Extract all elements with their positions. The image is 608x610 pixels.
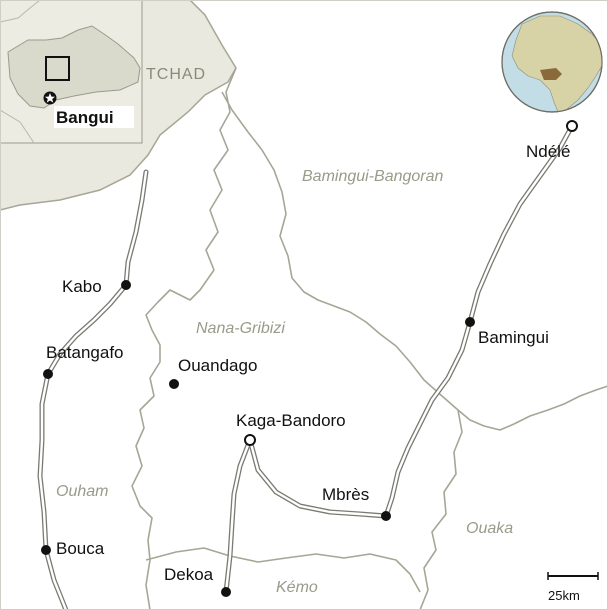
town-label-bouca: Bouca (56, 539, 105, 558)
scale-label: 25km (548, 588, 580, 603)
globe-icon (501, 11, 603, 113)
region-label-bamingui-bangoran: Bamingui-Bangoran (302, 168, 444, 185)
region-label-ouham: Ouham (56, 483, 108, 500)
town-marker-dekoa (221, 587, 231, 597)
inset-locator-map: Bangui (0, 0, 143, 144)
town-marker-ouandago (169, 379, 179, 389)
town-marker-bouca (41, 545, 51, 555)
town-label-batangafo: Batangafo (46, 343, 124, 362)
roads-outline (37, 123, 575, 610)
prefecture-borders (131, 67, 608, 610)
capital-star-icon (43, 91, 57, 105)
town-label-dekoa: Dekoa (164, 565, 214, 584)
capital-label: Bangui (56, 108, 114, 127)
town-marker-mbres (381, 511, 391, 521)
region-label-kemo: Kémo (276, 579, 318, 596)
town-label-mbres: Mbrès (322, 485, 369, 504)
town-label-ndele: Ndélé (526, 142, 570, 161)
country-label: TCHAD (146, 66, 206, 83)
town-marker-kabo (121, 280, 131, 290)
town-label-bamingui: Bamingui (478, 328, 549, 347)
region-label-nana-gribizi: Nana-Gribizi (196, 320, 285, 337)
inset-car-outline (7, 25, 141, 109)
town-marker-batangafo (43, 369, 53, 379)
region-label-ouaka: Ouaka (466, 520, 513, 537)
town-label-ouandago: Ouandago (178, 356, 257, 375)
town-marker-bamingui (465, 317, 475, 327)
scale-bar: 25km (547, 572, 599, 603)
town-label-kaga-bandoro: Kaga-Bandoro (236, 411, 346, 430)
roads-core (38, 124, 574, 610)
inset-focus-square (45, 56, 70, 81)
town-marker-kaga-bandoro (244, 434, 256, 446)
town-label-kabo: Kabo (62, 277, 102, 296)
town-marker-ndele (566, 120, 578, 132)
